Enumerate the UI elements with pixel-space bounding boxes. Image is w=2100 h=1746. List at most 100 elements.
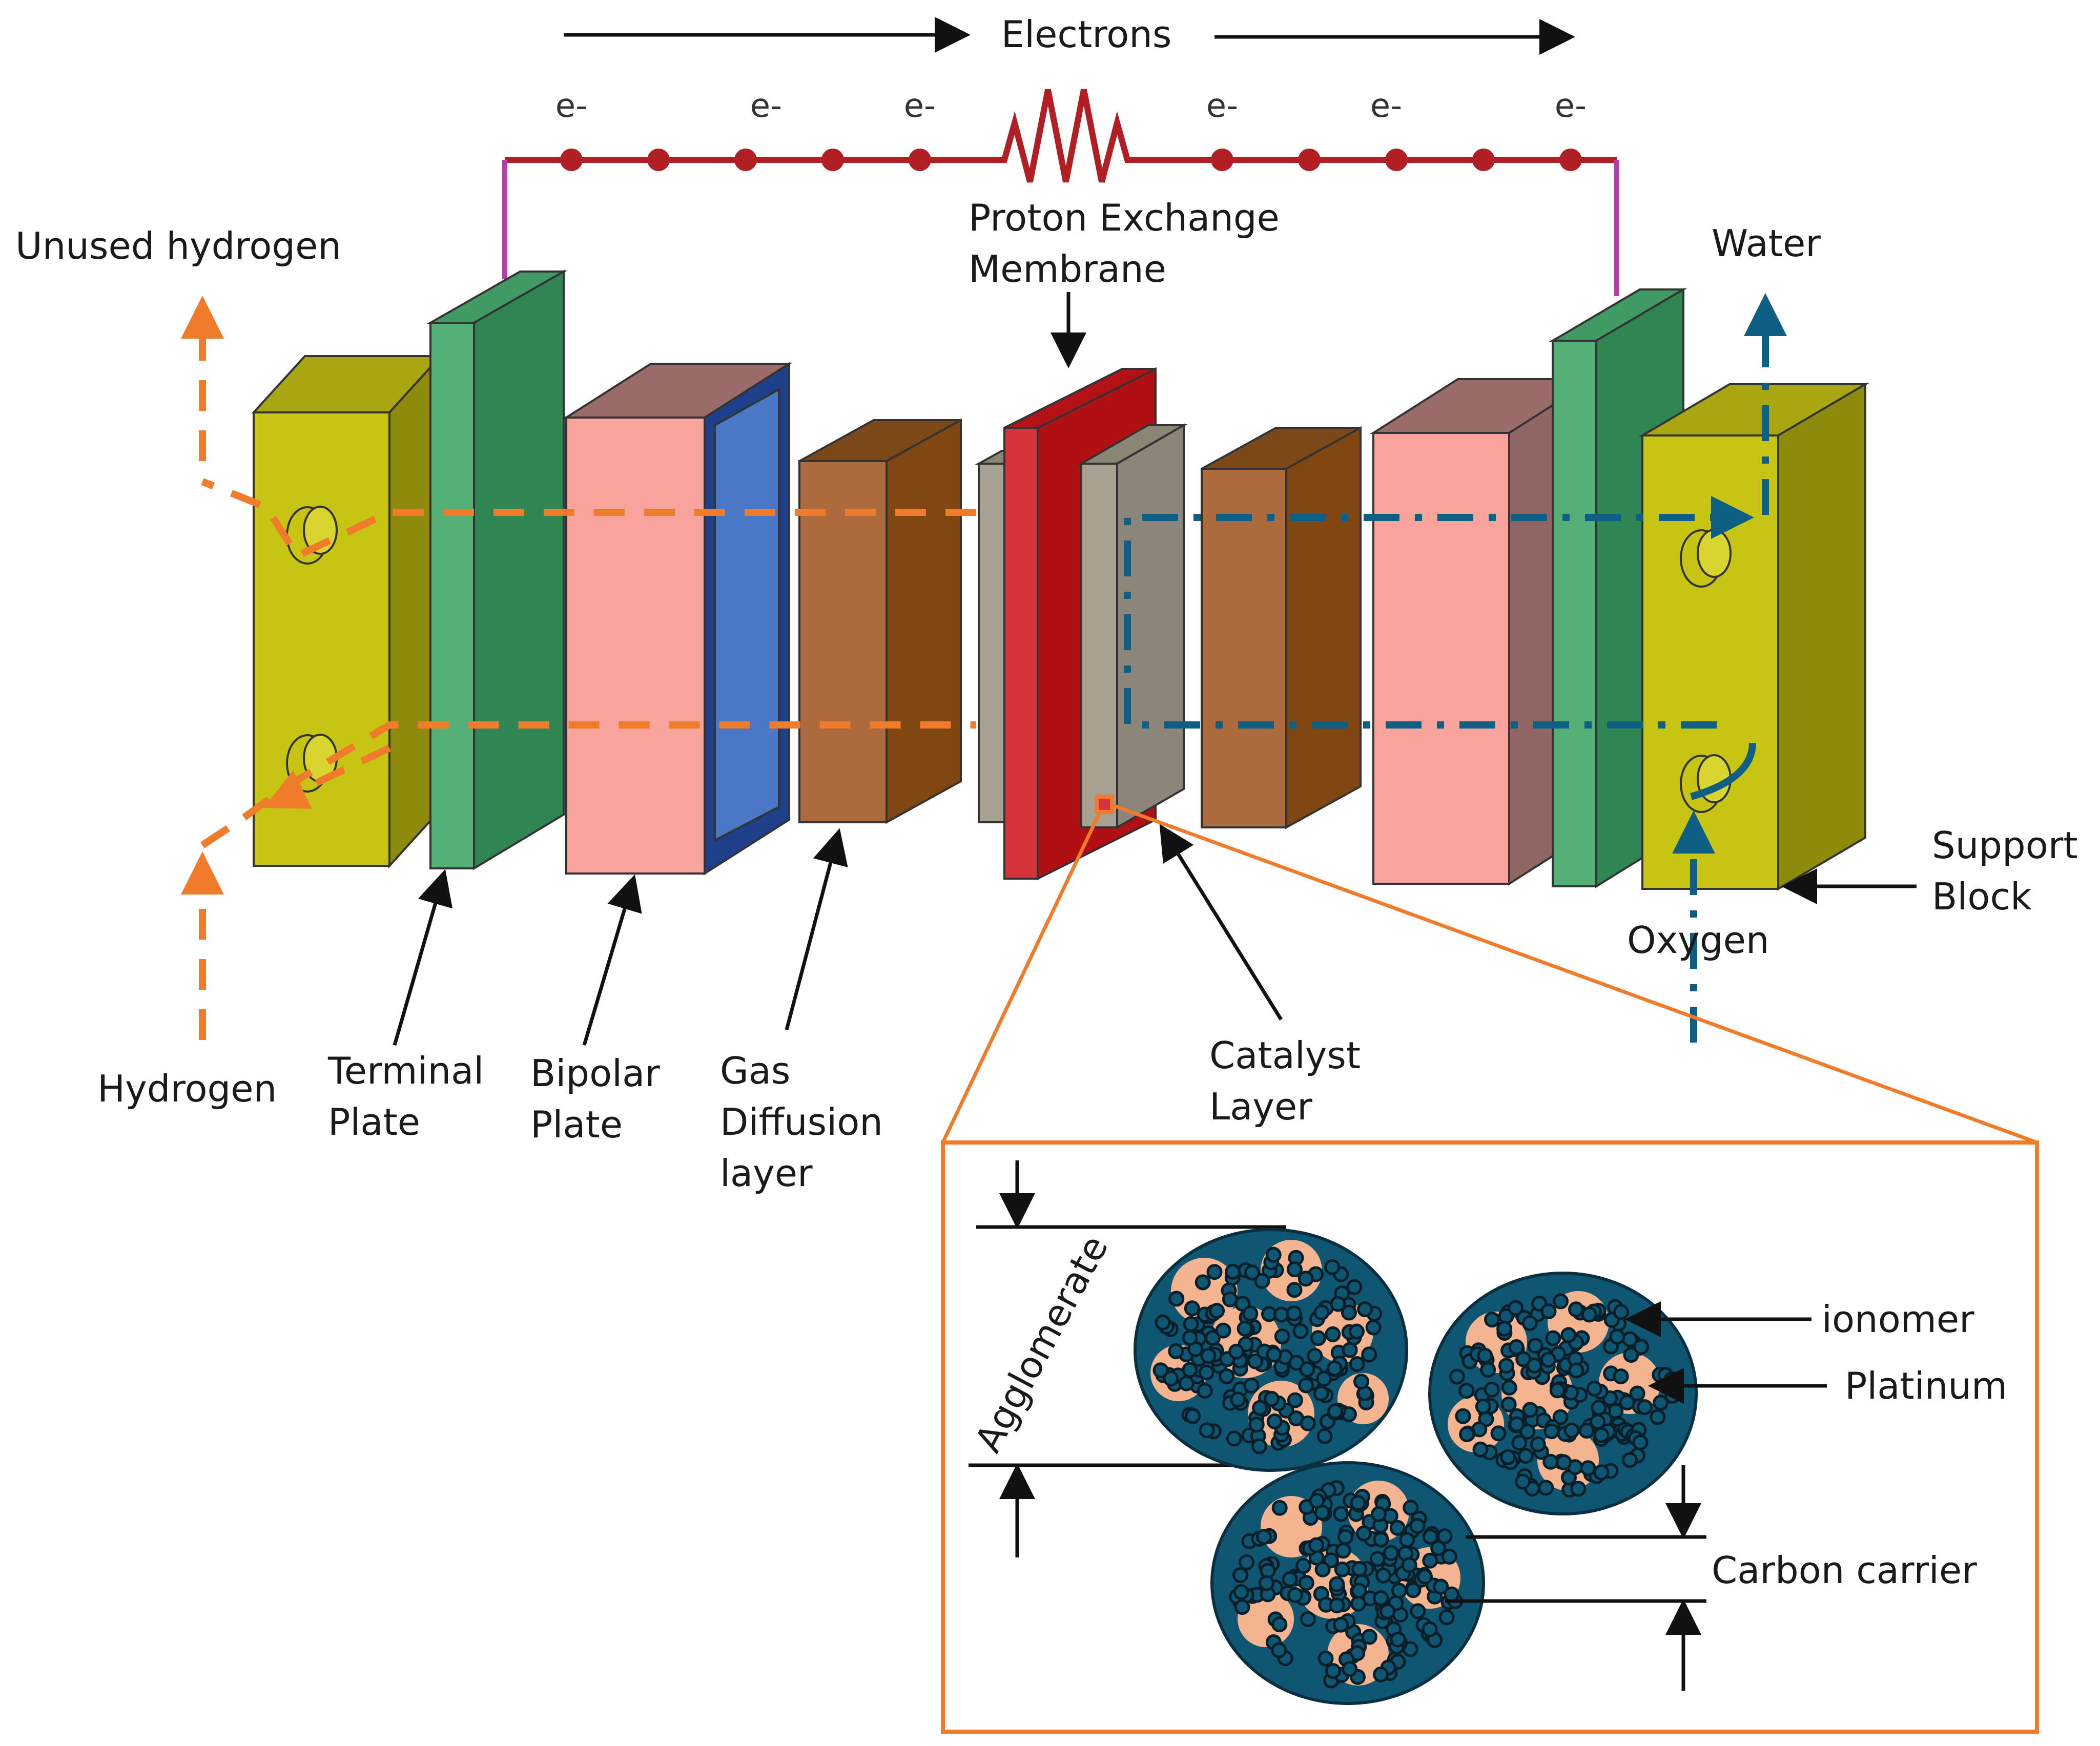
platinum-particle — [1422, 1529, 1438, 1545]
oxygen-inlet-curl — [1690, 742, 1756, 800]
platinum-particle — [1560, 1327, 1577, 1343]
electron-dot — [1385, 149, 1408, 171]
gas-diffusion-line: Gas — [720, 1049, 790, 1092]
platinum-particle — [1299, 1361, 1315, 1378]
platinum-particle — [1183, 1316, 1199, 1332]
platinum-particle — [1622, 1452, 1638, 1468]
platinum-particle — [1335, 1543, 1351, 1559]
platinum-particle — [1313, 1304, 1330, 1321]
platinum-particle — [1527, 1338, 1543, 1354]
electron-dot — [647, 149, 670, 171]
platinum-particle — [1371, 1506, 1387, 1522]
platinum-particle — [1237, 1320, 1253, 1337]
platinum-particle — [1501, 1379, 1517, 1396]
support-block-label: Support Block — [1932, 824, 2090, 918]
platinum-particle — [1314, 1561, 1331, 1577]
left-support-block — [251, 353, 443, 869]
platinum-particle — [1152, 1362, 1169, 1379]
platinum-particle — [1287, 1392, 1303, 1408]
gas-diffusion-line: Diffusion — [720, 1100, 883, 1144]
platinum-particle — [1517, 1448, 1534, 1464]
platinum-particle — [1346, 1279, 1363, 1295]
gas-diffusion-line: layer — [720, 1152, 813, 1195]
platinum-particle — [1308, 1537, 1325, 1553]
bipolar-plate-line: Plate — [530, 1103, 623, 1146]
platinum-particle — [1511, 1435, 1528, 1451]
platinum-particle — [1233, 1584, 1249, 1601]
platinum-particle — [1580, 1460, 1596, 1477]
support-block-line: Support — [1932, 824, 2078, 867]
platinum-particle — [1422, 1621, 1438, 1637]
platinum-particle — [1200, 1348, 1217, 1364]
platinum-particle — [1271, 1642, 1287, 1658]
platinum-particle — [1349, 1356, 1365, 1373]
platinum-particle — [1542, 1453, 1559, 1470]
platinum-particle — [1498, 1358, 1514, 1374]
platinum-particle — [1568, 1301, 1584, 1318]
platinum-particle — [1477, 1347, 1493, 1364]
catalyst-layer-line: Catalyst — [1209, 1034, 1361, 1077]
platinum-particle — [1327, 1403, 1344, 1420]
platinum-particle — [1271, 1500, 1288, 1516]
platinum-particle — [1568, 1362, 1584, 1379]
platinum-particle — [1215, 1322, 1231, 1339]
platinum-particle — [1271, 1616, 1288, 1633]
zoom-line-left — [941, 813, 1101, 1144]
platinum-particle — [1266, 1346, 1282, 1363]
electron-circuit: Electrons e- e- e- e- e- e- — [502, 13, 1619, 296]
hydrogen-flow — [181, 296, 976, 1040]
platinum-particle — [1348, 1323, 1365, 1340]
platinum-particle — [1251, 1438, 1267, 1454]
platinum-particle — [1530, 1436, 1546, 1452]
platinum-particle — [1623, 1347, 1639, 1363]
hydrogen-upper-channel — [201, 478, 976, 560]
platinum-particle — [1168, 1291, 1185, 1307]
catalyst-zoom-inset: Agglomerate — [941, 803, 2039, 1734]
membrane-label: Proton Exchange Membrane — [969, 196, 1291, 290]
platinum-particle — [1455, 1408, 1471, 1424]
platinum-particle — [1422, 1552, 1438, 1569]
bipolar-plate-label: Bipolar Plate — [530, 1052, 672, 1146]
platinum-particle — [1333, 1506, 1349, 1522]
platinum-particle — [1593, 1464, 1610, 1481]
electron-dot — [1211, 149, 1233, 171]
component-labels: Unused hydrogen Hydrogen Terminal Plate … — [15, 196, 2090, 1195]
platinum-particle — [1389, 1520, 1406, 1536]
external-wire — [505, 89, 1617, 183]
platinum-particle — [1351, 1561, 1368, 1577]
platinum-particle — [1373, 1531, 1389, 1548]
platinum-particle — [1330, 1296, 1346, 1312]
platinum-particle — [1369, 1551, 1386, 1567]
platinum-particle — [1313, 1385, 1329, 1402]
platinum-particle — [1543, 1423, 1560, 1440]
platinum-particle — [1206, 1264, 1223, 1280]
electrons-title: Electrons — [1001, 13, 1172, 56]
catalyst-sample-marker — [1095, 795, 1114, 814]
platinum-particle — [1508, 1300, 1524, 1316]
electron-dot — [1472, 149, 1495, 171]
platinum-particle — [1613, 1304, 1629, 1320]
catalyst-layer-label: Catalyst Layer — [1209, 1034, 1372, 1128]
platinum-particle — [1309, 1493, 1325, 1509]
platinum-particle — [1342, 1342, 1358, 1358]
platinum-particle — [1185, 1408, 1201, 1424]
bipolar-plate-line: Bipolar — [530, 1052, 660, 1095]
carbon-carrier-label: Carbon carrier — [1712, 1549, 1977, 1592]
platinum-particle — [1553, 1293, 1569, 1310]
electron-label: e- — [1206, 87, 1238, 125]
platinum-particle — [1324, 1259, 1341, 1275]
platinum-particle — [1538, 1480, 1554, 1496]
electron-dot — [909, 149, 931, 171]
platinum-particle — [1225, 1263, 1241, 1280]
platinum-particle — [1198, 1364, 1214, 1381]
oxygen-label: Oxygen — [1627, 919, 1769, 962]
platinum-particle — [1199, 1422, 1215, 1439]
platinum-particle — [1361, 1629, 1377, 1645]
electron-label: e- — [555, 87, 587, 125]
platinum-particle — [1326, 1360, 1343, 1377]
platinum-particle — [1570, 1481, 1587, 1497]
platinum-particle — [1337, 1529, 1353, 1545]
zoom-line-right — [1112, 803, 2038, 1145]
electron-dot — [734, 149, 757, 171]
platinum-particle — [1438, 1609, 1455, 1626]
